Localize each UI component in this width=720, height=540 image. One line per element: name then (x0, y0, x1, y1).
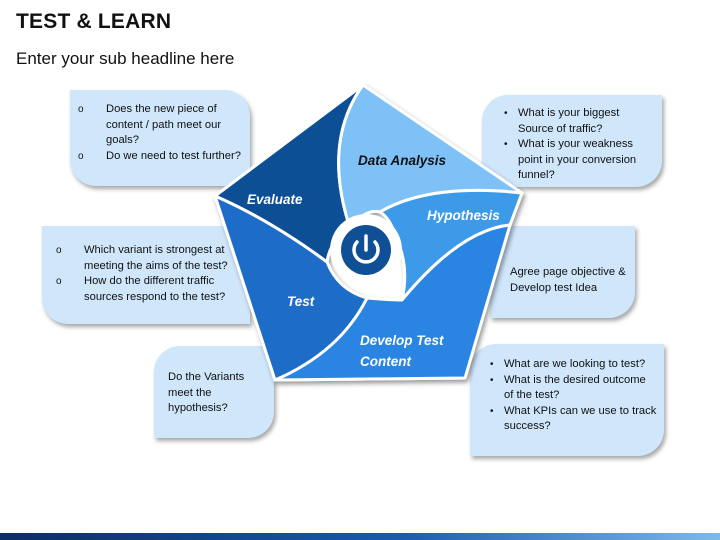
hypothesis-note-text: Agree page objective & Develop test Idea (510, 266, 626, 294)
develop-content-note-card: •What are we looking to test? •What is t… (470, 344, 664, 456)
test-label: Test (287, 294, 315, 309)
variants-note-text: Do the Variants meet the hypothesis? (168, 371, 245, 414)
data-analysis-note-card: •What is your biggest Source of traffic?… (482, 95, 662, 187)
list-item: •What is your biggest Source of traffic? (504, 107, 620, 135)
evaluate-label: Evaluate (247, 192, 303, 207)
hypothesis-note-card: Agree page objective & Develop test Idea (490, 226, 635, 318)
footer-bar (0, 533, 720, 540)
variants-note-card: Do the Variants meet the hypothesis? (154, 346, 274, 438)
develop-test-content-label-line1: Develop Test (360, 333, 444, 348)
data-analysis-label: Data Analysis (358, 153, 447, 168)
page-title: TEST & LEARN (16, 10, 172, 33)
list-item: •What KPIs can we use to track success? (490, 404, 657, 433)
develop-test-content-label-line2: Content (360, 354, 411, 369)
list-item: •What is the desired outcome of the test… (490, 373, 646, 402)
list-item: •What are we looking to test? (490, 358, 646, 370)
list-item: •What is your weakness point in your con… (504, 138, 637, 181)
test-segment (213, 194, 369, 382)
page-subtitle: Enter your sub headline here (16, 49, 235, 68)
hypothesis-label: Hypothesis (427, 208, 500, 223)
power-icon (341, 225, 391, 275)
